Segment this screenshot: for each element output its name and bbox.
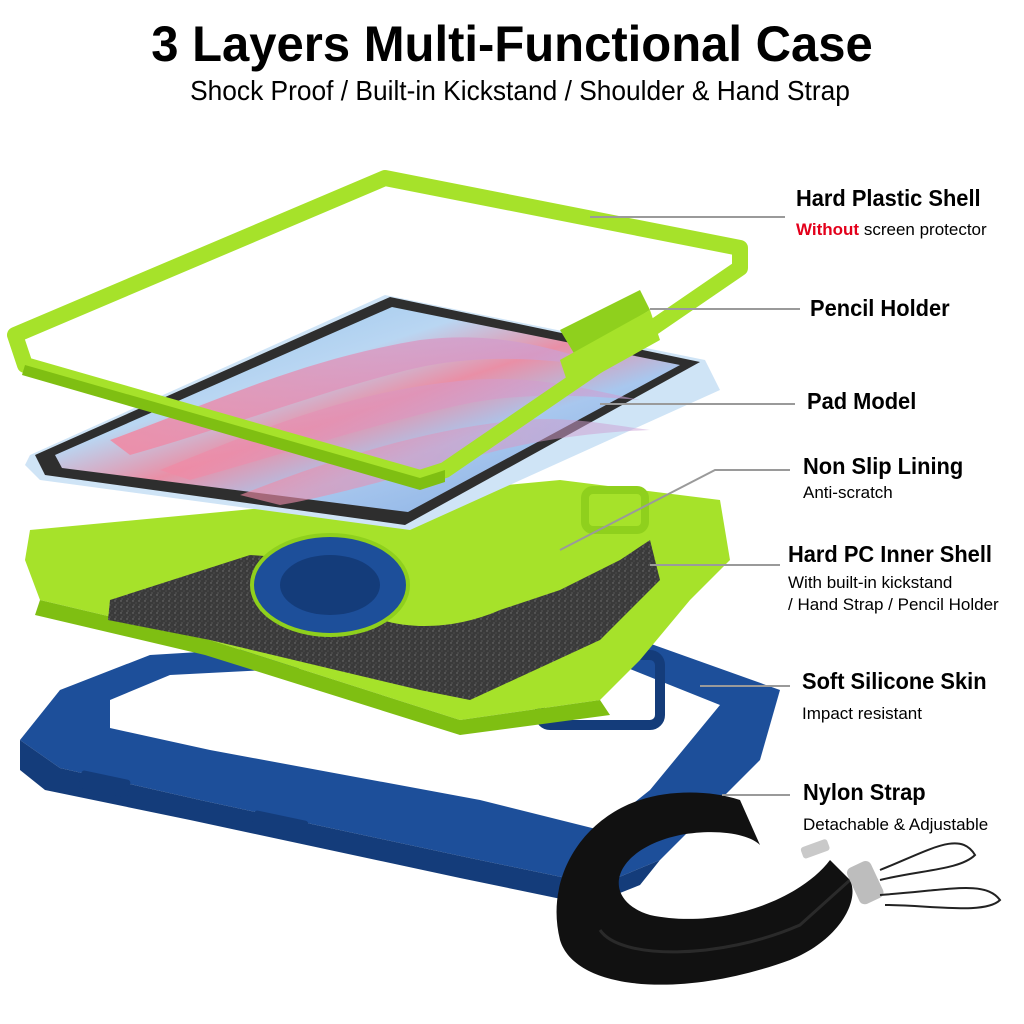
callout-desc-highlight: Without xyxy=(796,220,860,239)
callout-label: Soft Silicone Skin xyxy=(802,668,987,694)
callout-desc: Detachable & Adjustable xyxy=(803,815,989,834)
callout-desc: Without screen protector xyxy=(796,219,990,241)
hard-shell-graphic xyxy=(7,170,748,490)
callout-soft-silicone-skin: Soft Silicone Skin Impact resistant xyxy=(802,667,996,725)
callout-hard-plastic-shell: Hard Plastic Shell Without screen protec… xyxy=(796,184,990,241)
callout-desc-line2: / Hand Strap / Pencil Holder xyxy=(788,595,999,614)
callout-label: Non Slip Lining xyxy=(803,453,964,479)
tablet-graphic xyxy=(25,295,720,530)
callout-hard-pc-inner-shell: Hard PC Inner Shell With built-in kickst… xyxy=(788,540,1003,616)
callout-desc-rest: screen protector xyxy=(859,220,987,239)
callout-label: Hard PC Inner Shell xyxy=(788,541,992,567)
page-title: 3 Layers Multi-Functional Case xyxy=(151,16,873,72)
nylon-strap-graphic xyxy=(556,792,1002,985)
callout-pad-model: Pad Model xyxy=(807,387,922,415)
callout-non-slip-lining: Non Slip Lining Anti-scratch xyxy=(803,452,972,504)
page-subtitle: Shock Proof / Built-in Kickstand / Shoul… xyxy=(190,75,850,106)
callout-label: Pencil Holder xyxy=(810,295,950,321)
callout-desc: Anti-scratch xyxy=(803,483,893,502)
callout-desc: Impact resistant xyxy=(802,704,922,723)
leader-lines xyxy=(559,216,800,796)
callout-desc: With built-in kickstand xyxy=(788,573,953,592)
callout-label: Nylon Strap xyxy=(803,779,926,805)
callout-label: Hard Plastic Shell xyxy=(796,185,981,211)
callout-nylon-strap: Nylon Strap Detachable & Adjustable xyxy=(803,778,988,836)
callout-label: Pad Model xyxy=(807,388,917,414)
callout-pencil-holder: Pencil Holder xyxy=(810,294,957,322)
inner-shell-graphic xyxy=(25,480,730,735)
